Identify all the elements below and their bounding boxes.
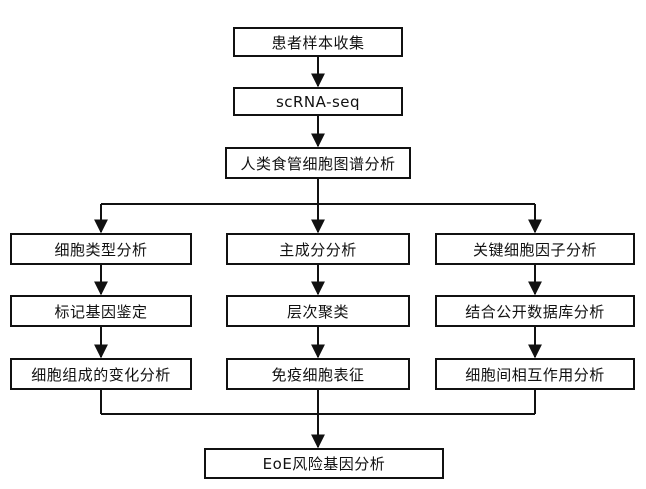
node-sample-collection: 患者样本收集: [233, 27, 403, 57]
node-public-database-analysis: 结合公开数据库分析: [435, 295, 635, 327]
node-esophageal-cell-atlas: 人类食管细胞图谱分析: [225, 147, 411, 179]
node-marker-gene-identification: 标记基因鉴定: [10, 295, 192, 327]
node-composition-change-analysis: 细胞组成的变化分析: [10, 358, 192, 390]
node-eoe-risk-gene-analysis: EoE风险基因分析: [204, 448, 444, 479]
node-cell-interaction-analysis: 细胞间相互作用分析: [435, 358, 635, 390]
node-cell-type-analysis: 细胞类型分析: [10, 233, 192, 265]
node-key-cell-factor-analysis: 关键细胞因子分析: [435, 233, 635, 265]
node-principal-component-analysis: 主成分分析: [226, 233, 410, 265]
node-immune-cell-characterization: 免疫细胞表征: [226, 358, 410, 390]
node-hierarchical-clustering: 层次聚类: [226, 295, 410, 327]
node-scrna-seq: scRNA-seq: [233, 87, 403, 116]
